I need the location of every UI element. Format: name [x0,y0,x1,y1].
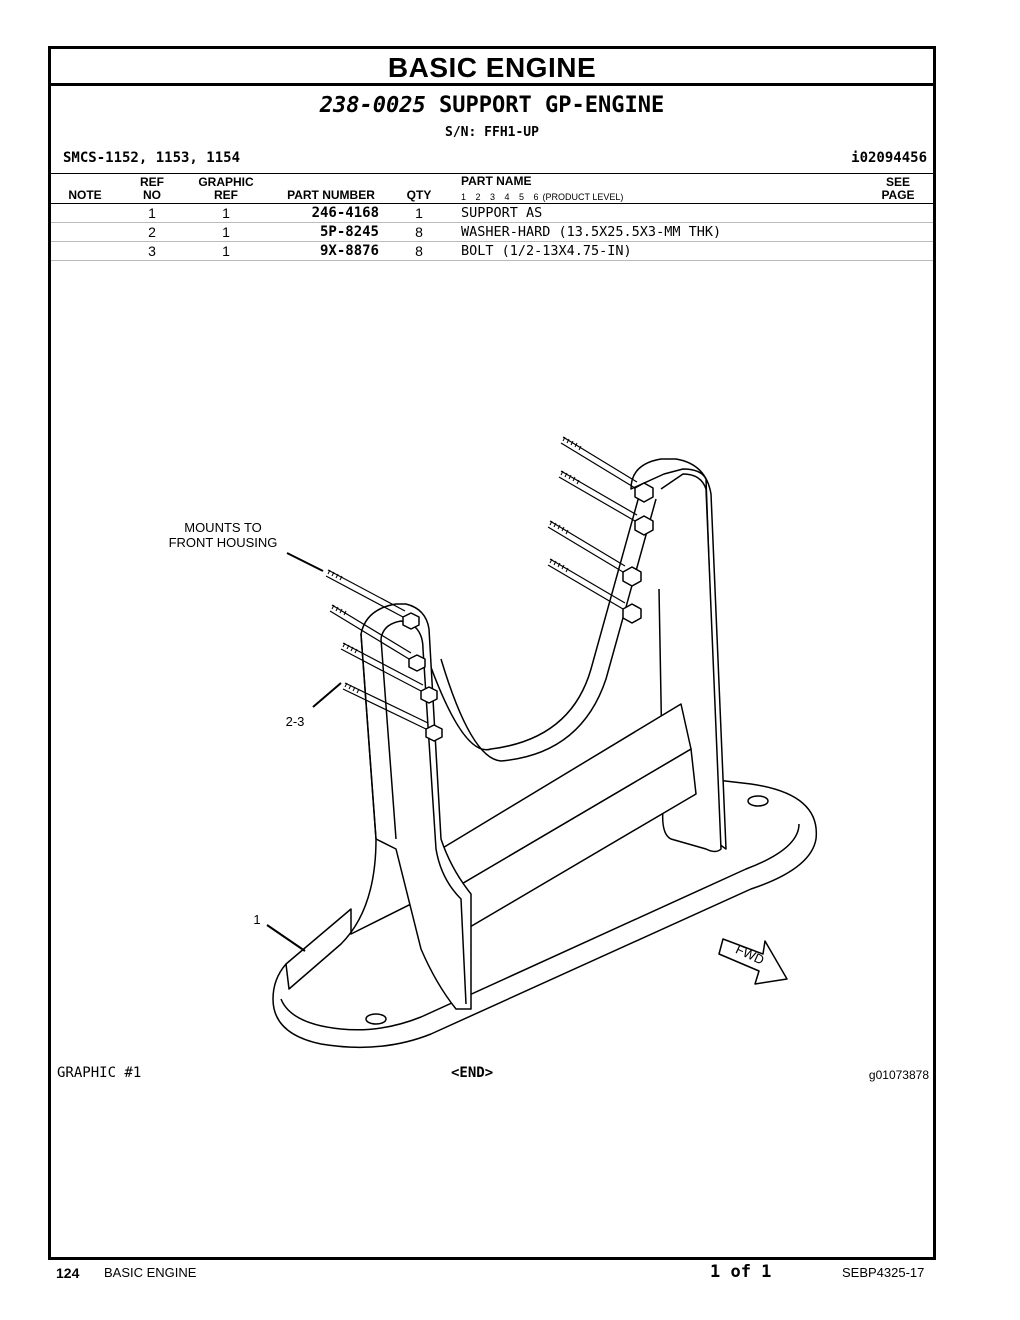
part-name-header: PART NAME [461,174,532,188]
table-row: 3 1 9X-8876 8 BOLT (1/2-13X4.75-IN) [51,242,933,261]
callout-bolts: 2-3 [285,714,305,729]
footer-section: BASIC ENGINE [104,1265,197,1280]
group-part-number: 238-0025 [319,93,426,118]
footer-page-number: 124 [56,1265,80,1281]
qty-header: QTY [406,188,432,202]
callout-support: 1 [253,912,261,927]
engine-support-illustration [266,436,818,1049]
section-title: BASIC ENGINE [51,49,933,86]
end-marker: <END> [451,1065,494,1081]
illustration-id: i02094456 [851,150,927,166]
table-row: 1 1 246-4168 1 SUPPORT AS [51,204,933,223]
smcs-codes: SMCS-1152, 1153, 1154 [63,150,241,166]
page-frame: BASIC ENGINE 238-0025 SUPPORT GP-ENGINE … [48,46,936,1260]
table-row: 2 1 5P-8245 8 WASHER-HARD (13.5X25.5X3-M… [51,223,933,242]
table-top-rule [51,173,933,174]
graphic-id: g01073878 [868,1068,929,1082]
table-header-rule [51,203,933,204]
product-levels: 1 2 3 4 5 6(PRODUCT LEVEL) [461,192,624,202]
serial-number: S/N: FFH1-UP [445,125,539,140]
group-title: 238-0025 SUPPORT GP-ENGINE [51,93,933,118]
note-header: NOTE [68,188,102,202]
group-name: SUPPORT GP-ENGINE [439,93,665,118]
graphic-label: GRAPHIC #1 [57,1065,142,1081]
footer-doc-id: SEBP4325-17 [842,1265,925,1280]
part-number-header: PART NUMBER [287,188,375,202]
footer-page-of: 1 of 1 [710,1262,772,1282]
